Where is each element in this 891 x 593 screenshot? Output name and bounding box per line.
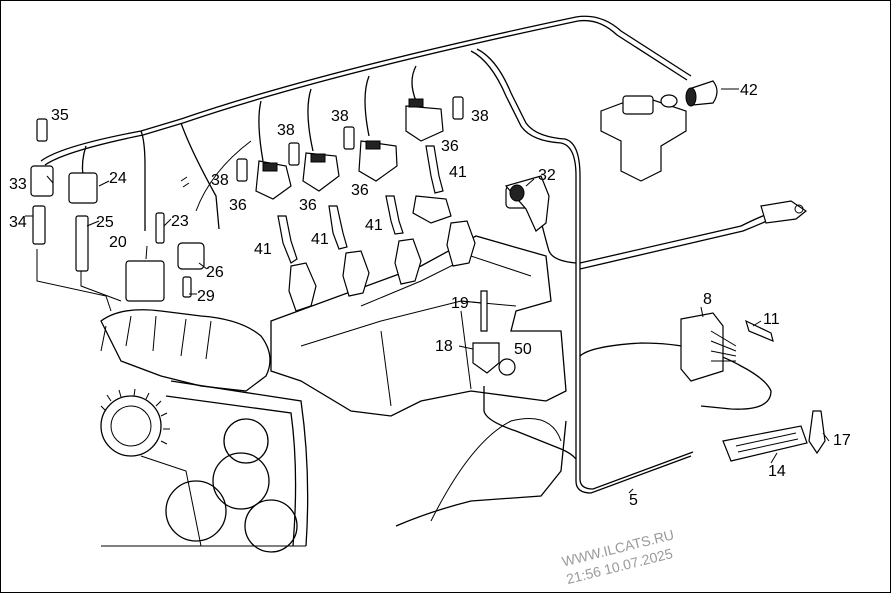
- callout-38-a: 38: [211, 172, 229, 189]
- callout-29: 29: [197, 288, 215, 305]
- callout-41-c: 41: [365, 217, 383, 234]
- callout-26: 26: [206, 264, 224, 281]
- callout-labels: 35 33 24 34 25 23 20 26 29 38 38 38 38 3…: [9, 82, 851, 509]
- left-components: [30, 165, 537, 302]
- callout-38-b: 38: [277, 122, 295, 139]
- sensors: [472, 290, 516, 376]
- wiring-harness: [36, 15, 779, 494]
- callout-19: 19: [451, 295, 469, 312]
- callout-18: 18: [435, 338, 453, 355]
- callout-11: 11: [763, 311, 780, 328]
- callout-34: 34: [9, 214, 27, 231]
- callout-8: 8: [703, 291, 712, 308]
- injectors: [288, 195, 476, 312]
- sensor-32: [504, 175, 550, 232]
- callout-36-a: 36: [229, 197, 247, 214]
- callout-23: 23: [171, 213, 189, 230]
- spark-plug-connectors: [255, 98, 444, 200]
- callout-36-b: 36: [299, 197, 317, 214]
- ground-strap: [760, 200, 808, 224]
- callout-24: 24: [109, 170, 127, 187]
- terminals: [277, 145, 444, 264]
- callout-36-d: 36: [441, 138, 459, 155]
- callout-41-d: 41: [449, 164, 467, 181]
- engine-block: [100, 235, 567, 553]
- callout-32: 32: [538, 167, 556, 184]
- callout-41-a: 41: [254, 241, 272, 258]
- callout-5: 5: [629, 492, 638, 509]
- control-unit: [680, 312, 774, 382]
- callout-36-c: 36: [351, 182, 369, 199]
- ignition-coil: [600, 80, 718, 182]
- callout-50: 50: [514, 341, 532, 358]
- callout-38-d: 38: [471, 108, 489, 125]
- leader-lines: [25, 88, 830, 494]
- callout-41-b: 41: [311, 231, 329, 248]
- callout-20: 20: [109, 234, 127, 251]
- callout-25: 25: [96, 214, 114, 231]
- callout-14: 14: [768, 463, 786, 480]
- callout-42: 42: [740, 82, 758, 99]
- callout-35: 35: [51, 107, 69, 124]
- callout-38-c: 38: [331, 108, 349, 125]
- diagnostic-connector: [722, 410, 826, 462]
- callout-33: 33: [9, 176, 27, 193]
- callout-17: 17: [833, 432, 851, 449]
- watermark: WWW.ILCATS.RU 21:56 10.07.2025: [560, 526, 675, 587]
- rubber-plugs: [36, 96, 464, 182]
